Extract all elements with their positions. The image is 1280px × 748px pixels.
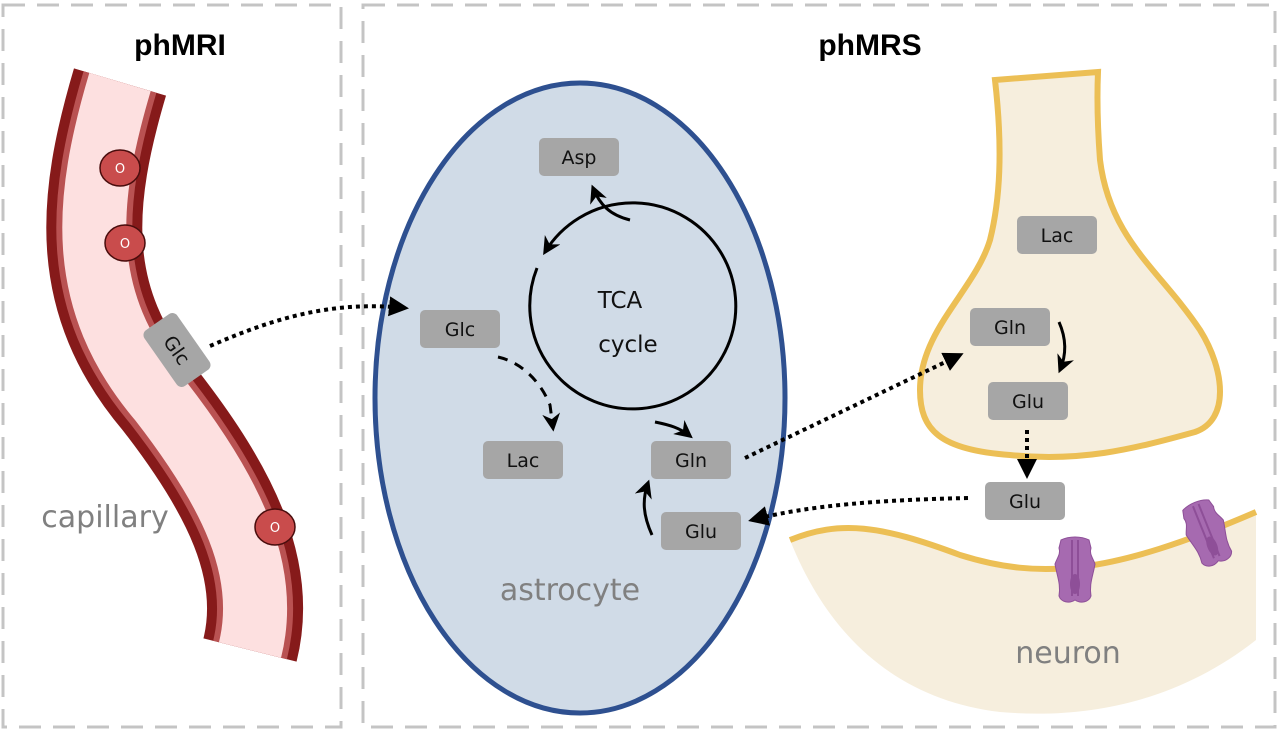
capillary-vessel	[46, 68, 304, 662]
receptor-icon	[1054, 536, 1096, 604]
glc-to-lac-arrow	[497, 355, 561, 432]
tca-label-line1: TCA	[597, 288, 643, 314]
svg-text:Gln: Gln	[675, 450, 707, 472]
svg-text:O: O	[120, 237, 130, 252]
astrocyte-glu-box: Glu	[661, 512, 741, 550]
phmri-title: phMRI	[134, 29, 226, 62]
svg-text:Glc: Glc	[445, 319, 475, 341]
svg-text:Gln: Gln	[994, 317, 1026, 339]
astrocyte-lac-box: Lac	[483, 441, 563, 479]
phmrs-title: phMRS	[818, 29, 921, 62]
svg-text:O: O	[270, 521, 280, 536]
presynaptic-terminal	[916, 68, 1223, 461]
tca-label-line2: cycle	[598, 332, 657, 358]
phmrs-panel-border	[361, 3, 1277, 729]
neuron-label: neuron	[1015, 636, 1121, 671]
red-blood-cell: O	[99, 149, 141, 187]
svg-text:Glu: Glu	[1009, 491, 1041, 513]
tca-cycle	[528, 184, 738, 439]
presynaptic-gln-box: Gln	[970, 308, 1050, 346]
red-blood-cell: O	[104, 224, 146, 262]
astrocyte-asp-box: Asp	[539, 138, 619, 176]
svg-text:Asp: Asp	[562, 147, 597, 169]
svg-text:O: O	[115, 162, 125, 177]
presynaptic-glu-box: Glu	[988, 382, 1068, 420]
phmri-panel-border	[1, 3, 343, 729]
astrocyte-cell	[372, 80, 788, 716]
glc-uptake-arrow	[209, 296, 409, 348]
astrocyte-glc-box: Glc	[420, 310, 500, 348]
red-blood-cell: O	[254, 508, 296, 546]
presynaptic-lac-box: Lac	[1017, 216, 1097, 254]
gln-to-glu-arrow	[1057, 321, 1074, 374]
svg-text:Lac: Lac	[507, 450, 540, 472]
svg-text:Glu: Glu	[685, 521, 717, 543]
astrocyte-label: astrocyte	[500, 573, 640, 608]
glu-to-gln-arrow	[634, 479, 654, 536]
astrocyte-gln-box: Gln	[651, 441, 731, 479]
glu-reuptake-arrow	[748, 496, 969, 526]
postsynaptic-neuron	[788, 509, 1258, 714]
capillary-label: capillary	[41, 500, 168, 535]
capillary-glc-box: Glc	[143, 313, 211, 387]
svg-text:Lac: Lac	[1041, 225, 1074, 247]
cleft-glu-box: Glu	[985, 482, 1065, 520]
svg-text:Glu: Glu	[1012, 391, 1044, 413]
